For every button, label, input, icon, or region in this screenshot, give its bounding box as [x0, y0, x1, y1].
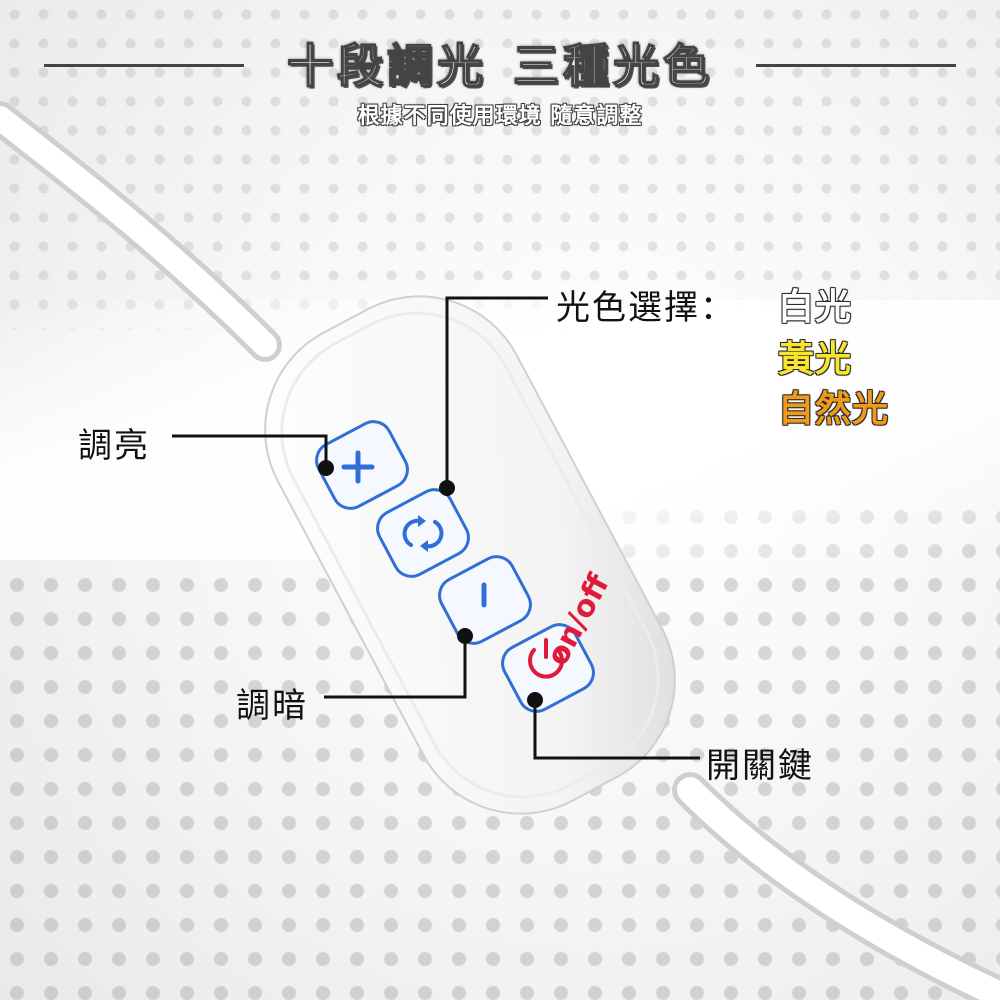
controller-body	[264, 295, 676, 815]
title-rule-left	[44, 64, 244, 67]
callout-line-brighten	[172, 434, 334, 476]
power-button[interactable]	[496, 618, 599, 717]
plus-icon	[341, 450, 375, 484]
cable-bottom	[672, 772, 1000, 1000]
page-title: 十段調光三種光色	[0, 30, 1000, 96]
label-power: 開關鍵	[706, 746, 814, 786]
color-option-yellow: 黃光	[778, 339, 853, 380]
dim-button[interactable]	[433, 550, 536, 649]
title-part-dimming: 十段調光	[286, 38, 487, 94]
color-option-white: 白光	[778, 287, 853, 328]
color-option-natural: 自然光	[778, 389, 890, 430]
label-color-select: 光色選擇：	[556, 288, 736, 328]
callout-line-color	[439, 296, 548, 496]
title-rule-right	[756, 64, 956, 67]
color-cycle-button[interactable]	[371, 483, 474, 582]
label-dim: 調暗	[236, 686, 308, 726]
brighten-button[interactable]	[310, 415, 413, 514]
callout-line-power	[527, 692, 700, 760]
cable-top	[0, 101, 282, 362]
page-subtitle: 根據不同使用環境 隨意調整	[357, 104, 643, 129]
cycle-arrows-icon	[402, 515, 444, 552]
power-icon	[528, 638, 564, 679]
label-brighten: 調亮	[78, 426, 150, 466]
title-part-colors: 三種光色	[512, 38, 713, 94]
callout-line-dim	[324, 628, 473, 699]
